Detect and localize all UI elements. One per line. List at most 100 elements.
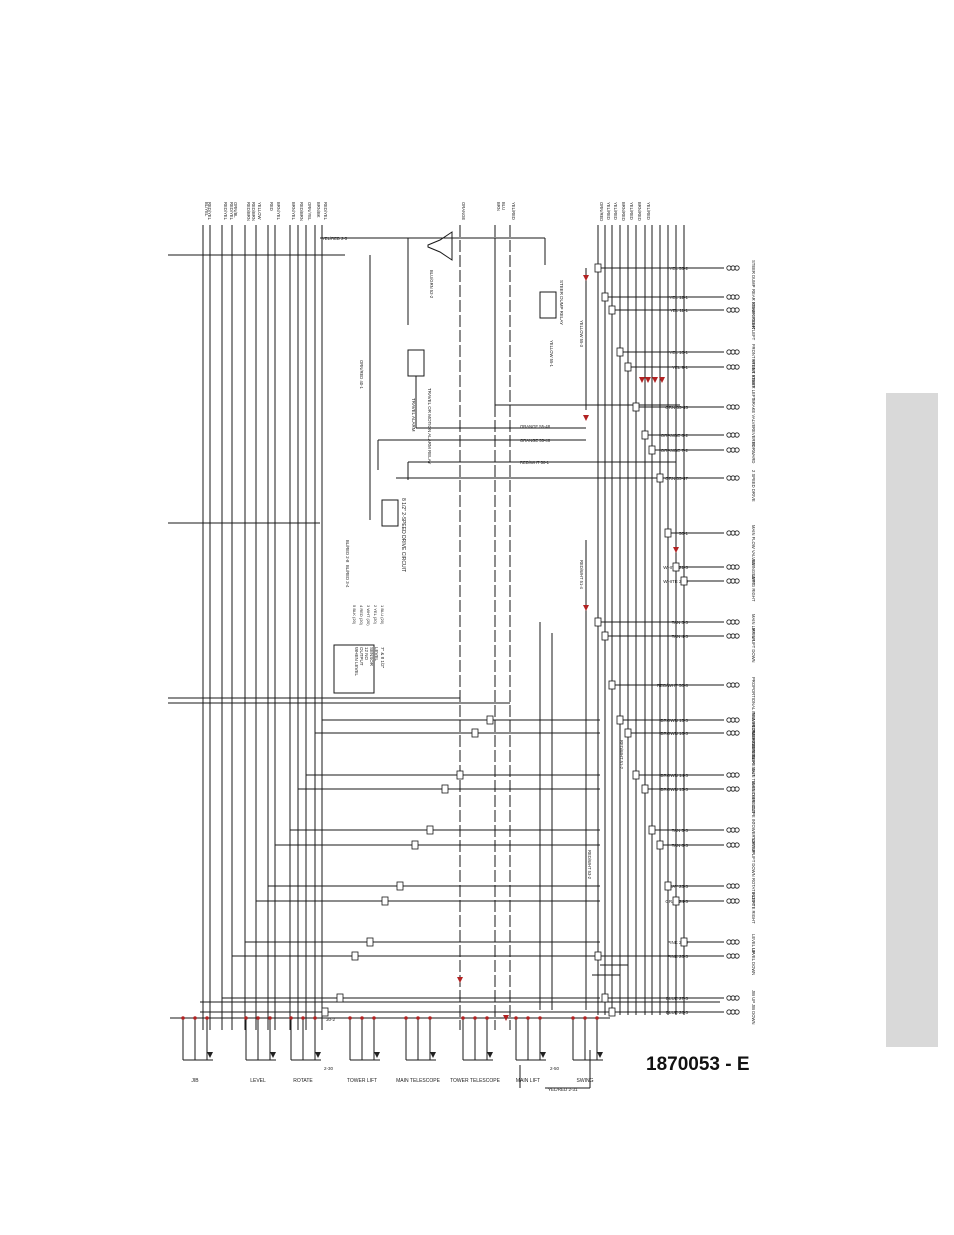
valve-name: MAIN TELESCOPE IN xyxy=(751,781,756,823)
top-wire-tag: YEL/RED xyxy=(613,202,618,220)
connector-box xyxy=(648,825,656,835)
top-wire-tag: RED/BRN xyxy=(299,202,304,221)
valve-row: YEL 11-1REAR STEER LEFT xyxy=(608,302,756,341)
feed-label: ORANGE 55-48 xyxy=(520,424,551,429)
feed-label: ORANGE 55-46 xyxy=(520,438,551,443)
level-sensor-labels: 7" & 8 1/2" LEVEL SENSOR 12 NO OUTPUT WH… xyxy=(352,605,385,677)
svg-text:30-2: 30-2 xyxy=(326,1017,336,1022)
feed-label: YELLOW 55-1 xyxy=(549,340,554,368)
valve-row: BROWN 15-3TOWER TELESCOPE IN xyxy=(616,712,756,759)
connector-box xyxy=(594,617,602,627)
valve-row: ORANGE 6-2REVERSE xyxy=(641,427,756,447)
switch-group: MAIN LIFT xyxy=(514,1016,546,1084)
top-wire-tag: BL/YEL xyxy=(204,202,209,217)
top-wire-tag: ORN/RED xyxy=(599,202,604,221)
switch-group: LEVEL xyxy=(244,1016,276,1084)
connector-box xyxy=(656,473,664,483)
valve-name: MAIN FLOW VALVES xyxy=(751,525,756,566)
valve-wire-label: PINK 25-3 xyxy=(667,940,688,945)
top-wire-tag: RED/YEL xyxy=(223,202,228,221)
diode-icon xyxy=(583,415,589,421)
valve-name: LEVEL UP xyxy=(751,934,756,954)
svg-text:SENSOR: SENSOR xyxy=(369,647,374,667)
connector-box xyxy=(680,576,688,586)
connector-box xyxy=(664,528,672,538)
top-wire-tag: RED/YEL xyxy=(323,202,328,221)
bus-terminal-labels: 30-2 2-30 2-50 YEL/RED 2-31 xyxy=(324,1017,578,1092)
valve-name: JIB DOWN xyxy=(751,1004,756,1024)
connector-box xyxy=(624,728,632,738)
valve-rows: YEL 55-2STEER DUMPYEL 12-1REAR STEER RIG… xyxy=(594,260,756,1024)
valve-row: YEL 55-2STEER DUMP xyxy=(594,260,756,288)
top-wire-tag: YEL/RED xyxy=(511,202,516,220)
connector-box xyxy=(608,680,616,690)
feed-label: YELLOW 55-3 xyxy=(579,320,584,348)
valve-row: YEL 12-1REAR STEER RIGHT xyxy=(601,289,756,330)
feed-label: RED/WHT 51-4 xyxy=(579,560,584,590)
valve-row: ORN 55-45BRAKE VALVE xyxy=(632,399,756,427)
top-wire-tag: BRN/YEL xyxy=(276,202,281,221)
valve-row: BLUE 27-3JIB UP xyxy=(601,990,756,1003)
top-wire-tag: BRN/YEL xyxy=(291,202,296,221)
connector-box xyxy=(594,263,602,273)
valve-row: GRAY 23-3ROTATE LEFT xyxy=(664,878,756,906)
switch-group: TOWER LIFT xyxy=(347,1016,380,1084)
valve-row: TAN 5-3TOWER LIFT UP xyxy=(648,822,756,854)
valve-name: REAR STEER LEFT xyxy=(751,302,756,341)
feed-label: ORN/RED 40-1 xyxy=(359,360,364,390)
connector-box xyxy=(656,840,664,850)
top-wire-tag: RED/BRN xyxy=(251,202,256,221)
top-wire-tag: BRN/BK xyxy=(316,202,321,218)
valve-name: BRAKE VALVE xyxy=(751,399,756,427)
svg-text:OUTPUT: OUTPUT xyxy=(359,647,364,666)
diode-icon xyxy=(659,377,665,383)
valve-name: REAR STEER RIGHT xyxy=(751,289,756,330)
drive-speed-label: 8 1/2" 2-SPEED DRIVE CIRCUIT xyxy=(400,498,406,572)
connector-box xyxy=(632,402,640,412)
switch-group: TOWER TELESCOPE xyxy=(450,1016,501,1084)
valve-row: ORN 55-472 SPEED DRIVE xyxy=(656,470,756,502)
diode-icon xyxy=(583,605,589,611)
valve-name: 2 SPEED DRIVE xyxy=(751,470,756,502)
diode-icon xyxy=(673,547,679,553)
diode-icon xyxy=(503,1015,509,1021)
side-tab xyxy=(886,393,938,1047)
top-wire-tag: RED/YEL xyxy=(229,202,234,221)
diode-icon xyxy=(652,377,658,383)
valve-name: FORWARD xyxy=(751,442,756,463)
valve-name: REVERSE xyxy=(751,427,756,447)
feed-label: BL/RED 2-8 xyxy=(345,540,350,563)
svg-text:4 RED (20): 4 RED (20) xyxy=(359,605,364,626)
top-wire-tag: YEL/RED xyxy=(606,202,611,220)
connector-box xyxy=(608,1007,616,1017)
switch-group: JIB xyxy=(181,1016,213,1084)
valve-row: 50-1MAIN FLOW VALVES xyxy=(664,525,756,566)
connector-box xyxy=(648,445,656,455)
feed-label: RED/WHT 50-1 xyxy=(520,460,550,465)
svg-text:2-30: 2-30 xyxy=(324,1066,334,1071)
switch-group: MAIN TELESCOPE xyxy=(396,1016,441,1084)
connector-box xyxy=(641,784,649,794)
connector-box xyxy=(672,562,680,572)
valve-name: TOWER TELESCOPE OUT xyxy=(751,725,756,777)
svg-text:8 1/2" 2-SPEED DRIVE CIRCUIT: 8 1/2" 2-SPEED DRIVE CIRCUIT xyxy=(400,498,406,572)
connector-box xyxy=(594,951,602,961)
top-wire-tag: RED/YEL xyxy=(207,202,212,221)
valve-name: MAIN LIFT UP xyxy=(751,614,756,641)
valve-row: GRAY 24-3ROTATE RIGHT xyxy=(665,893,756,924)
top-wire-tag: RED xyxy=(269,202,274,211)
switch-group-label: TOWER LIFT xyxy=(347,1078,377,1084)
valve-row: BROWN 14-3MAIN TELESCOPE OUT xyxy=(632,767,756,814)
top-wire-tag: BRN/RED xyxy=(637,202,642,221)
diode-icon xyxy=(645,377,651,383)
svg-text:LEVEL: LEVEL xyxy=(374,647,379,662)
feed-label: RED/WHT 51-2 xyxy=(619,740,624,770)
valve-row: BLUE 28-3JIB DOWN xyxy=(608,1004,756,1024)
valve-row: YEL 9-1FRONT STEER LEFT xyxy=(624,359,756,400)
